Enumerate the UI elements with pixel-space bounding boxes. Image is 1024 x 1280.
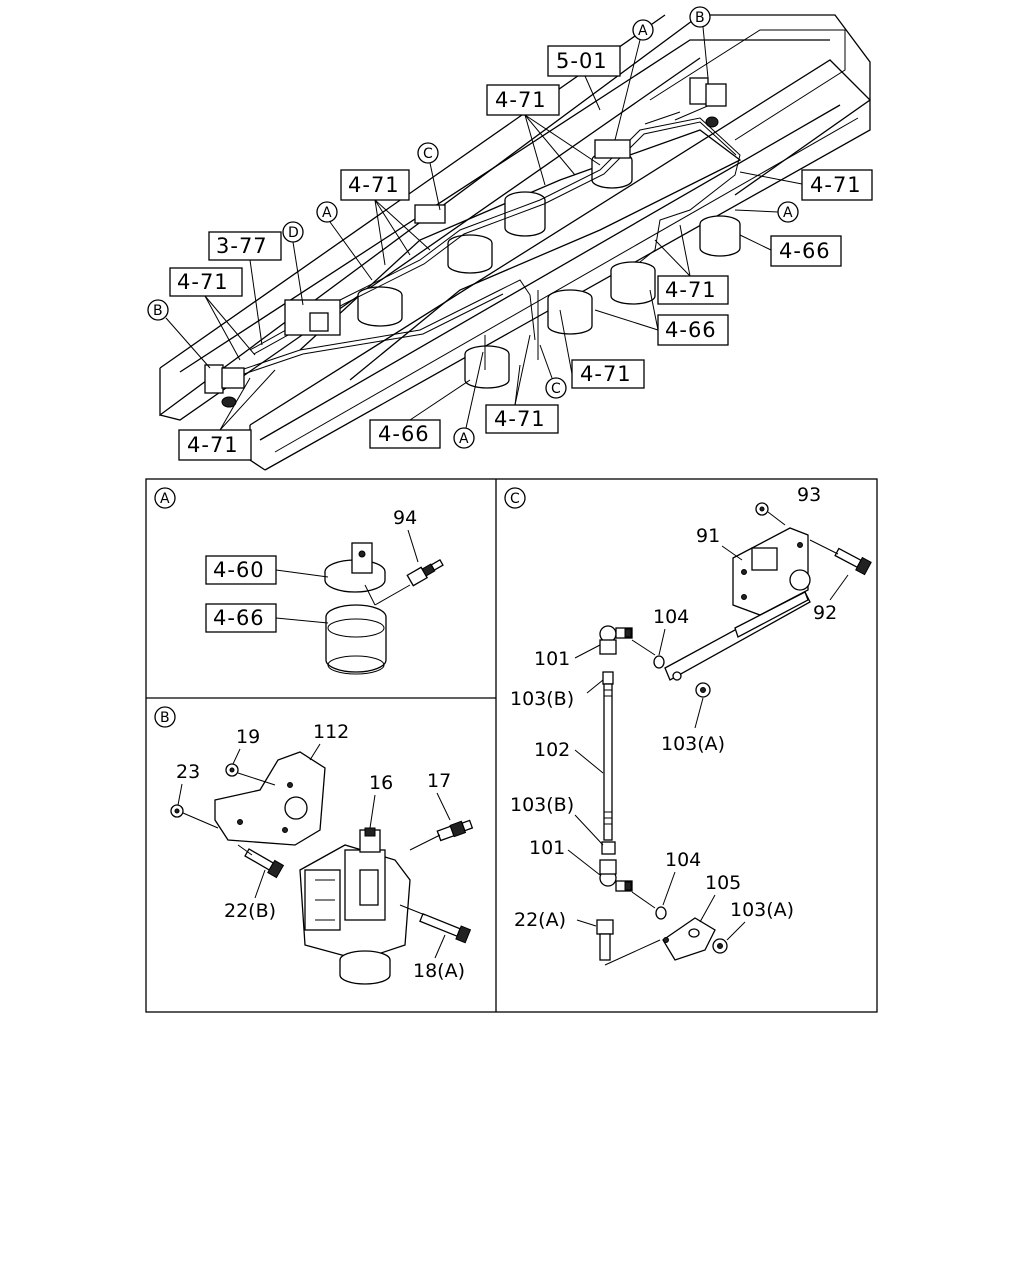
callout-a-top: A	[638, 23, 648, 39]
label-93: 93	[797, 484, 821, 506]
label-23: 23	[176, 761, 200, 783]
leveling-valves	[204, 77, 727, 408]
ref-5-01: 5-01	[556, 49, 608, 73]
ref-4-66-mid: 4-66	[665, 318, 717, 342]
label-94: 94	[393, 507, 417, 529]
ref-4-71-bottom: 4-71	[494, 407, 546, 431]
label-104-bottom: 104	[665, 849, 701, 871]
callout-d: D	[288, 225, 299, 241]
ref-4-66-detail: 4-66	[213, 606, 265, 630]
air-springs	[357, 151, 741, 389]
label-112: 112	[313, 721, 349, 743]
callout-c-top: C	[423, 146, 433, 162]
ref-4-71-left: 4-71	[177, 270, 229, 294]
label-103b-bottom: 103(B)	[510, 794, 574, 816]
label-91: 91	[696, 525, 720, 547]
detail-a: A 4-60 4-66 94	[154, 487, 444, 675]
label-16: 16	[369, 772, 393, 794]
detail-frames	[145, 478, 878, 1013]
ref-4-71-c: 4-71	[580, 362, 632, 386]
callout-a-right: A	[783, 205, 793, 221]
ref-4-66-right: 4-66	[779, 239, 831, 263]
ref-3-77: 3-77	[216, 234, 268, 258]
callout-a-bottom: A	[459, 431, 469, 447]
label-101-bottom: 101	[529, 837, 565, 859]
label-103a-bottom: 103(A)	[730, 899, 794, 921]
detail-a-label: A	[160, 491, 170, 507]
ref-4-71-mid: 4-71	[348, 173, 400, 197]
callout-a-mid: A	[322, 205, 332, 221]
ref-4-66-bottom: 4-66	[378, 422, 430, 446]
detail-b-label: B	[160, 710, 170, 726]
label-22b: 22(B)	[224, 900, 276, 922]
callout-b-left: B	[153, 303, 163, 319]
ref-4-71-top: 4-71	[495, 88, 547, 112]
label-17: 17	[427, 770, 451, 792]
label-104-top: 104	[653, 606, 689, 628]
ref-4-71-r2: 4-71	[665, 278, 717, 302]
main-reference-boxes: 5-01 4-71 4-71 4-71 3-77 4-71 4-66 4-71 …	[169, 45, 873, 461]
label-92: 92	[813, 602, 837, 624]
label-18a: 18(A)	[413, 960, 465, 982]
callout-b-top: B	[695, 10, 705, 26]
detail-c: C	[504, 484, 872, 966]
label-105: 105	[705, 872, 741, 894]
frame-rails	[159, 14, 871, 471]
callout-c-bottom: C	[551, 381, 561, 397]
detail-b: B	[154, 706, 474, 985]
label-103b-top: 103(B)	[510, 688, 574, 710]
ref-4-71-right: 4-71	[810, 173, 862, 197]
detail-c-label: C	[510, 491, 520, 507]
label-101-top: 101	[534, 648, 570, 670]
label-102: 102	[534, 739, 570, 761]
label-103a-top: 103(A)	[661, 733, 725, 755]
label-22a: 22(A)	[514, 909, 566, 931]
ref-4-71-lower: 4-71	[187, 433, 239, 457]
ref-4-60: 4-60	[213, 558, 265, 582]
main-callout-circles: A B C A D B A C A	[147, 6, 799, 449]
label-19: 19	[236, 726, 260, 748]
